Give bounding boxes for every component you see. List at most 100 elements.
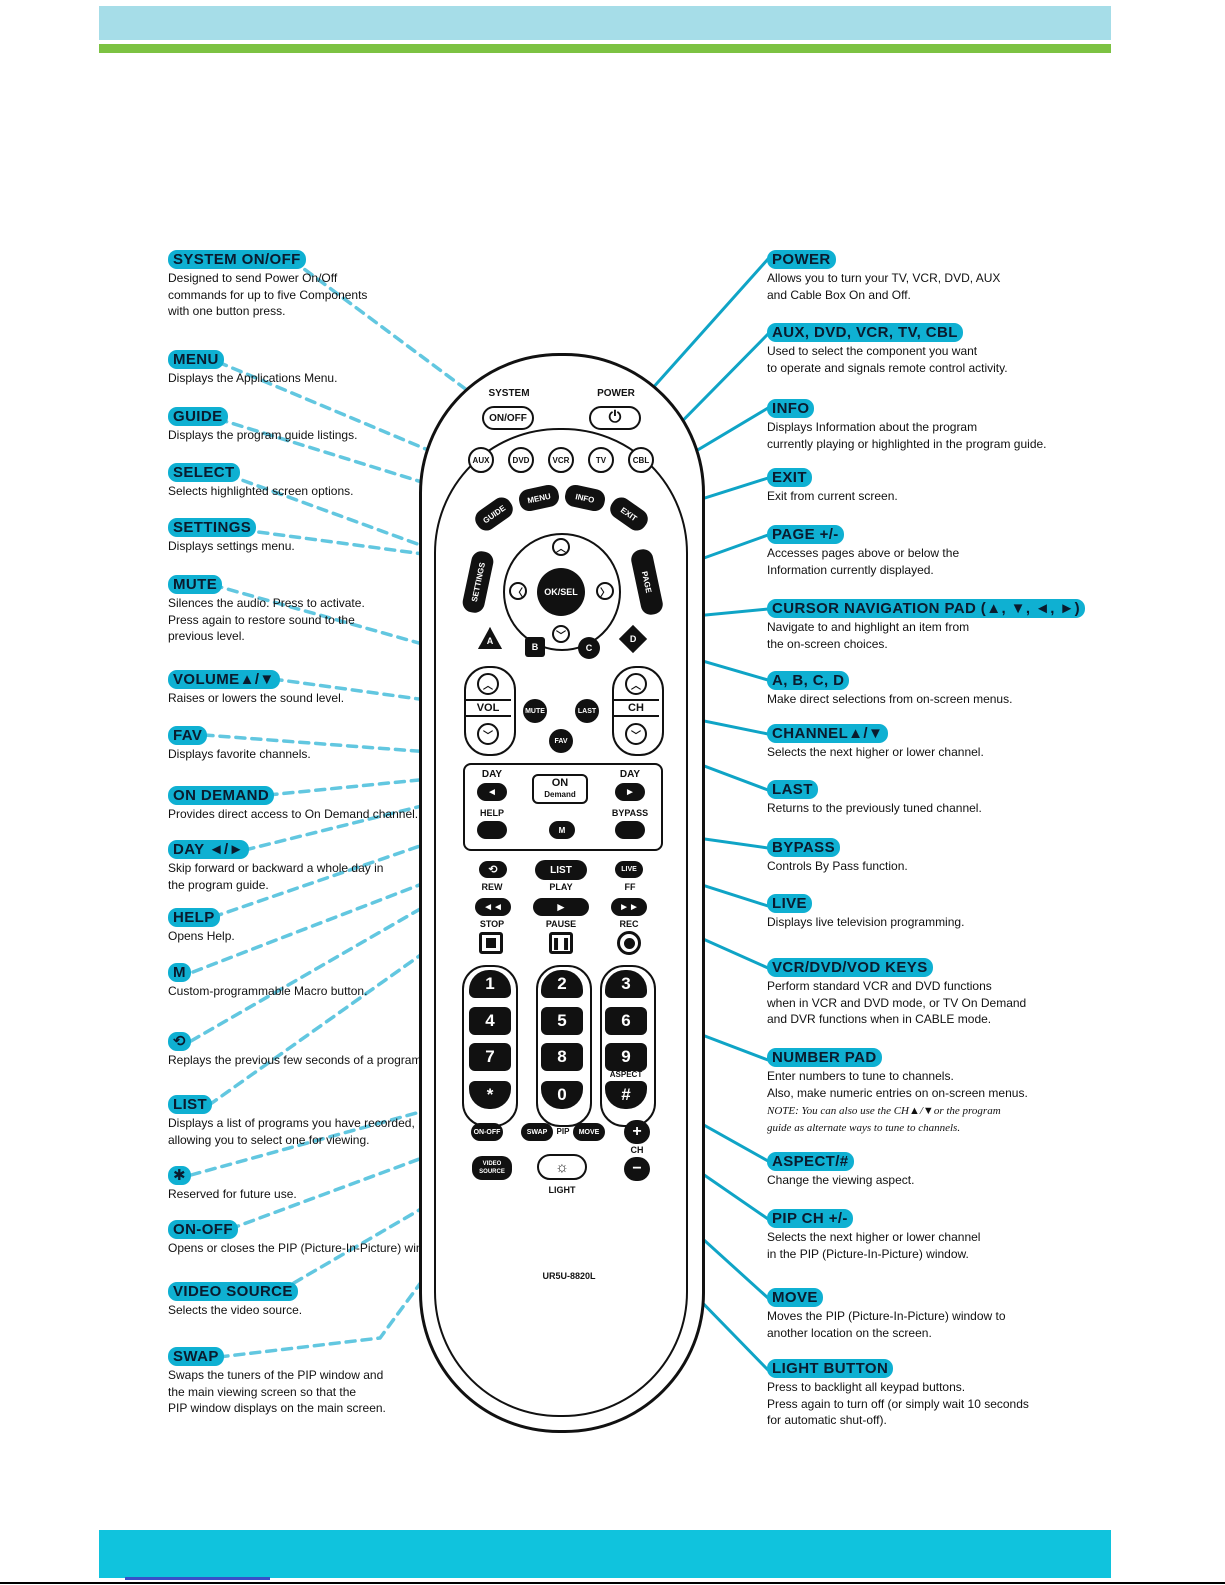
bypass-button[interactable] xyxy=(615,821,645,839)
vol-up-icon[interactable]: ︿ xyxy=(477,673,499,695)
callout-number-pad: NUMBER PAD Enter numbers to tune to chan… xyxy=(767,1048,1225,1137)
cursor-up-icon[interactable]: ︿ xyxy=(552,538,570,556)
rec-label: REC xyxy=(619,919,639,929)
play-label: PLAY xyxy=(549,882,573,892)
ok-sel-button[interactable]: OK/SEL xyxy=(537,568,585,616)
video-source-button[interactable]: VIDEO SOURCE xyxy=(472,1156,512,1180)
stop-button[interactable] xyxy=(479,932,503,954)
callout-settings: SETTINGS Displays settings menu. xyxy=(168,518,638,555)
help-button[interactable] xyxy=(477,821,507,839)
key-9[interactable]: 9 xyxy=(605,1043,647,1071)
tv-button[interactable]: TV xyxy=(588,447,614,473)
tag-star: ✱ xyxy=(168,1166,191,1185)
tag-settings: SETTINGS xyxy=(168,518,257,537)
channel-rocker[interactable] xyxy=(612,666,664,756)
key-8[interactable]: 8 xyxy=(541,1043,583,1071)
on-demand-on: ON xyxy=(551,777,569,789)
dvd-button[interactable]: DVD xyxy=(508,447,534,473)
c-button[interactable]: C xyxy=(578,637,600,659)
callout-vcr-keys: VCR/DVD/VOD KEYS Perform standard VCR an… xyxy=(767,958,1225,1028)
live-button[interactable]: LIVE xyxy=(615,861,643,878)
tag-vcr-keys: VCR/DVD/VOD KEYS xyxy=(767,958,933,977)
desc-day: Skip forward or backward a whole day in … xyxy=(168,861,384,892)
m-button[interactable]: M xyxy=(549,821,575,839)
callout-aspect: ASPECT/# Change the viewing aspect. xyxy=(767,1152,1225,1189)
power-button[interactable]: ⏻ xyxy=(589,406,641,430)
ch-up-icon[interactable]: ︿ xyxy=(625,673,647,695)
key-3[interactable]: 3 xyxy=(605,970,647,998)
cursor-down-icon[interactable]: ﹀ xyxy=(552,625,570,643)
pip-ch-label: CH xyxy=(630,1145,644,1155)
power-icon: ⏻ xyxy=(608,409,622,426)
ff-button[interactable]: ►► xyxy=(611,898,647,916)
callout-help: HELP Opens Help. xyxy=(168,908,638,945)
desc-live: Displays live television programming. xyxy=(767,915,965,929)
record-icon xyxy=(623,937,635,949)
key-2[interactable]: 2 xyxy=(541,970,583,998)
day-forward-button[interactable]: ► xyxy=(615,783,645,801)
key-4[interactable]: 4 xyxy=(469,1007,511,1035)
pip-onoff-button[interactable]: ON-OFF xyxy=(471,1123,503,1141)
vol-down-icon[interactable]: ﹀ xyxy=(477,723,499,745)
replay-button[interactable]: ⟲ xyxy=(479,861,507,878)
rec-button[interactable] xyxy=(617,931,641,955)
key-1[interactable]: 1 xyxy=(469,970,511,998)
rew-button[interactable]: ◄◄ xyxy=(475,898,511,916)
day-forward-label: DAY xyxy=(619,769,641,780)
tag-power: POWER xyxy=(767,250,836,269)
fav-button[interactable]: FAV xyxy=(549,729,573,753)
remote-inner-outline xyxy=(434,428,688,1417)
desc-aspect: Change the viewing aspect. xyxy=(767,1173,915,1187)
callout-list: LIST Displays a list of programs you hav… xyxy=(168,1095,638,1148)
aspect-label: ASPECT xyxy=(609,1070,643,1079)
callout-guide: GUIDE Displays the program guide listing… xyxy=(168,407,638,444)
key-5[interactable]: 5 xyxy=(541,1007,583,1035)
last-button[interactable]: LAST xyxy=(575,699,599,723)
callout-star: ✱ Reserved for future use. xyxy=(168,1166,638,1203)
tag-components: AUX, DVD, VCR, TV, CBL xyxy=(767,323,963,342)
tag-aspect: ASPECT/# xyxy=(767,1152,854,1171)
desc-list: Displays a list of programs you have rec… xyxy=(168,1116,415,1147)
video-source-line2: SOURCE xyxy=(479,1169,505,1175)
b-button[interactable]: B xyxy=(525,637,545,657)
callout-replay: ⟲ Replays the previous few seconds of a … xyxy=(168,1032,638,1069)
light-button[interactable]: ☼ xyxy=(537,1154,587,1180)
desc-move: Moves the PIP (Picture-In-Picture) windo… xyxy=(767,1309,1006,1340)
callout-select: SELECT Selects highlighted screen option… xyxy=(168,463,638,500)
mute-button[interactable]: MUTE xyxy=(523,699,547,723)
aux-button[interactable]: AUX xyxy=(468,447,494,473)
desc-last: Returns to the previously tuned channel. xyxy=(767,801,982,815)
plus-icon: + xyxy=(632,1123,642,1140)
pip-swap-button[interactable]: SWAP xyxy=(521,1123,553,1141)
day-back-button[interactable]: ◄ xyxy=(477,783,507,801)
callout-fav: FAV Displays favorite channels. xyxy=(168,726,638,763)
stop-label: STOP xyxy=(479,919,505,929)
ch-down-icon[interactable]: ﹀ xyxy=(625,723,647,745)
system-onoff-button[interactable]: ON/OFF xyxy=(482,406,534,430)
cursor-left-icon[interactable]: 〈 xyxy=(509,582,527,600)
key-6[interactable]: 6 xyxy=(605,1007,647,1035)
volume-rocker[interactable] xyxy=(464,666,516,756)
list-button[interactable]: LIST xyxy=(535,860,587,880)
tag-menu: MENU xyxy=(168,350,224,369)
ch-label: CH xyxy=(613,699,659,717)
pip-ch-minus-button[interactable]: − xyxy=(624,1157,650,1181)
callout-swap: SWAP Swaps the tuners of the PIP window … xyxy=(168,1347,638,1417)
pause-button[interactable]: ❚❚ xyxy=(549,932,573,954)
play-button[interactable]: ► xyxy=(533,898,589,916)
callout-power: POWER Allows you to turn your TV, VCR, D… xyxy=(767,250,1225,303)
cbl-button[interactable]: CBL xyxy=(628,447,654,473)
vcr-button[interactable]: VCR xyxy=(548,447,574,473)
callout-components: AUX, DVD, VCR, TV, CBL Used to select th… xyxy=(767,323,1225,376)
pip-move-button[interactable]: MOVE xyxy=(573,1123,605,1141)
cursor-right-icon[interactable]: 〉 xyxy=(596,582,614,600)
desc-page: Accesses pages above or below the Inform… xyxy=(767,546,960,577)
desc-fav: Displays favorite channels. xyxy=(168,747,311,761)
on-demand-button[interactable]: ON Demand xyxy=(532,774,588,804)
key-7[interactable]: 7 xyxy=(469,1043,511,1071)
pip-ch-plus-button[interactable]: + xyxy=(624,1120,650,1144)
callout-m: M Custom-programmable Macro button. xyxy=(168,963,638,1000)
pip-label: PIP xyxy=(556,1127,570,1136)
tag-exit: EXIT xyxy=(767,468,812,487)
bottom-footer-bar xyxy=(99,1530,1111,1578)
